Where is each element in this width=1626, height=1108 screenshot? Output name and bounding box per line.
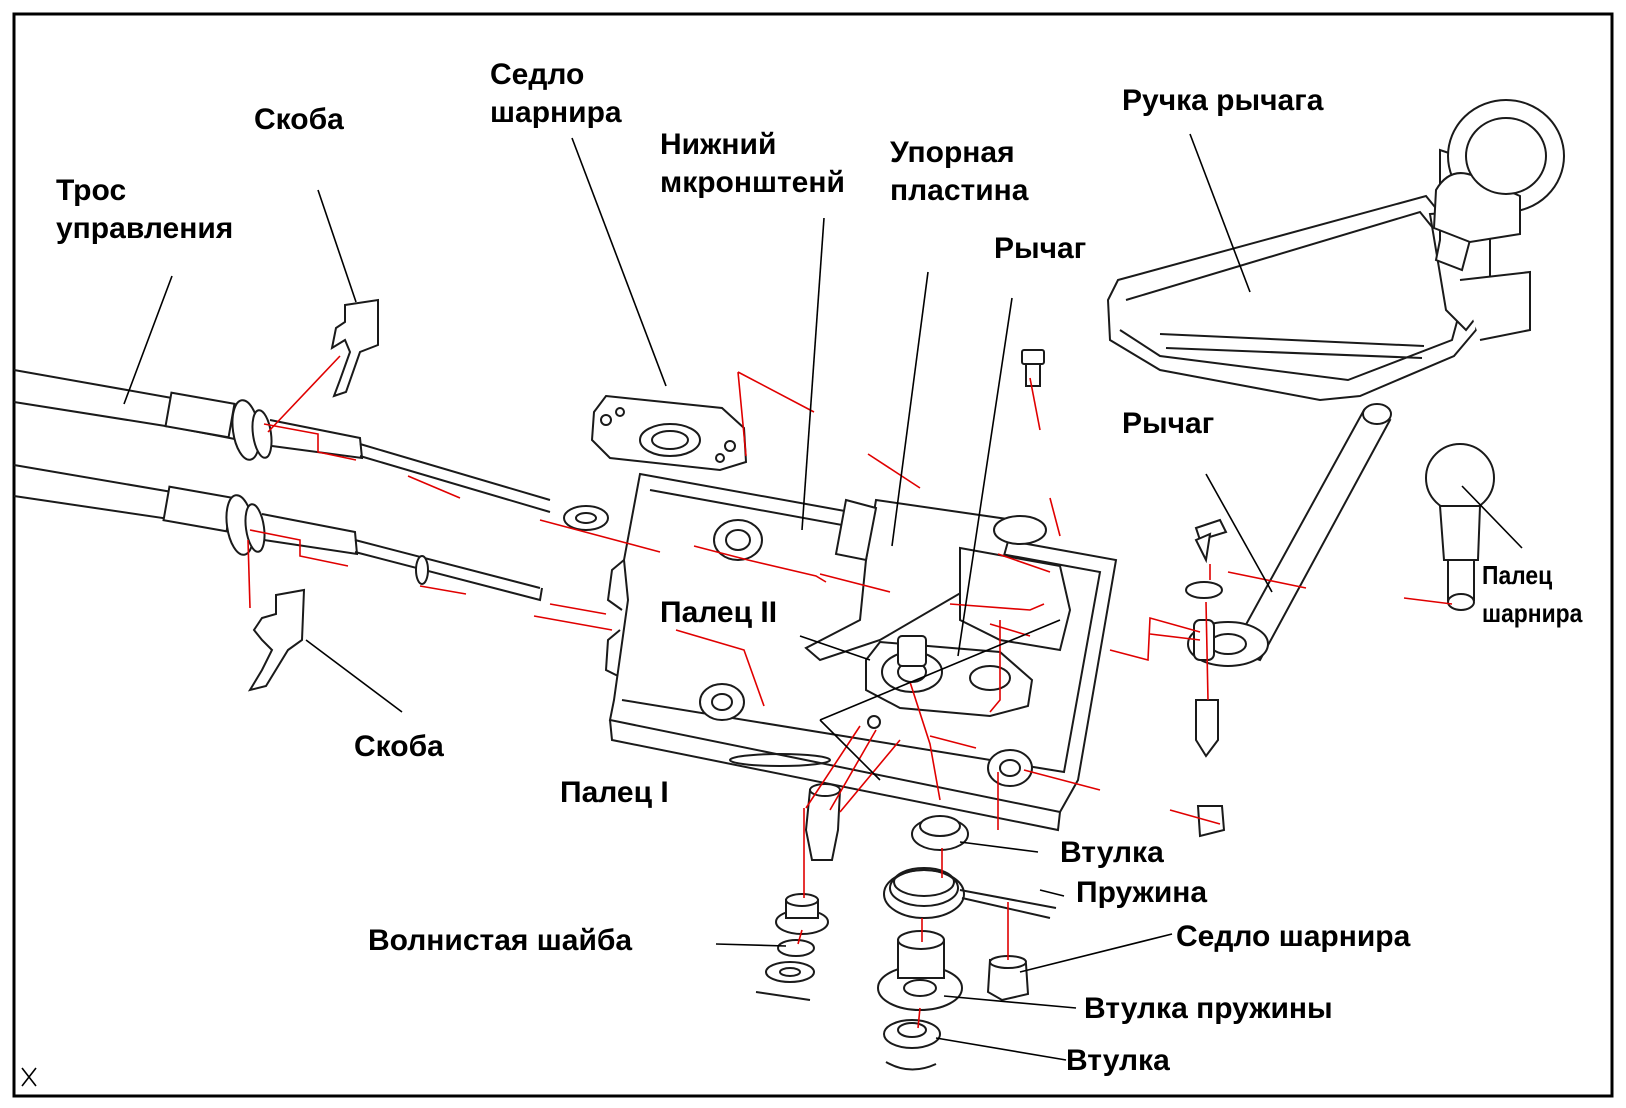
clip-lower	[247, 588, 306, 692]
label-hinge-seat-bottom: Седло шарнира	[1176, 920, 1411, 953]
label-control-cable: Трос управления	[56, 174, 234, 245]
hinge-seat-top	[590, 394, 748, 472]
label-clip-bottom: Скоба	[354, 730, 444, 763]
nut-3	[699, 683, 745, 721]
label-stop-plate: Упорная пластина	[890, 136, 1029, 207]
pin-1	[804, 783, 842, 861]
lever-handle	[1106, 99, 1565, 402]
label-bushing-2: Втулка	[1066, 1044, 1170, 1077]
small-parts-right	[1185, 518, 1228, 838]
label-lever-mid: Рычаг	[1122, 407, 1215, 440]
label-pin-1: Палец I	[560, 776, 669, 809]
hinge-pin-right	[1425, 443, 1495, 611]
label-bushing-1: Втулка	[1060, 836, 1164, 869]
hinge-seat-bottom	[986, 955, 1030, 1002]
nut-4	[987, 749, 1033, 787]
spring-bushing	[877, 930, 963, 1011]
label-pin-2: Палец II	[660, 596, 778, 629]
bushing-stack-left	[755, 893, 829, 1001]
bolt-top	[1021, 349, 1045, 387]
control-cable-lower	[13, 464, 543, 602]
label-hinge-pin: Палец шарнира	[1482, 560, 1583, 628]
diagram-frame	[12, 12, 1614, 1098]
label-clip-top: Скоба	[254, 103, 344, 136]
label-wave-washer: Волнистая шайба	[368, 924, 633, 957]
nut-1	[713, 519, 763, 561]
label-lever-handle: Ручка рычага	[1122, 84, 1324, 117]
lever-rod	[1187, 403, 1392, 667]
label-spring: Пружина	[1076, 876, 1208, 909]
bushing-top-center	[911, 815, 969, 851]
leader-lines	[123, 133, 1523, 1061]
corner-mark	[21, 1067, 37, 1087]
bushing-bottom	[883, 1019, 941, 1071]
explode-lines	[247, 355, 1453, 1029]
label-lever-top: Рычаг	[994, 232, 1087, 265]
label-lower-bracket: Нижний мкронштенй	[660, 128, 845, 199]
control-cable-upper	[13, 369, 609, 531]
clip-upper	[330, 298, 379, 398]
label-hinge-seat-top: Седло шарнира	[490, 58, 622, 129]
label-spring-bushing: Втулка пружины	[1084, 992, 1333, 1025]
spring	[883, 867, 1057, 919]
